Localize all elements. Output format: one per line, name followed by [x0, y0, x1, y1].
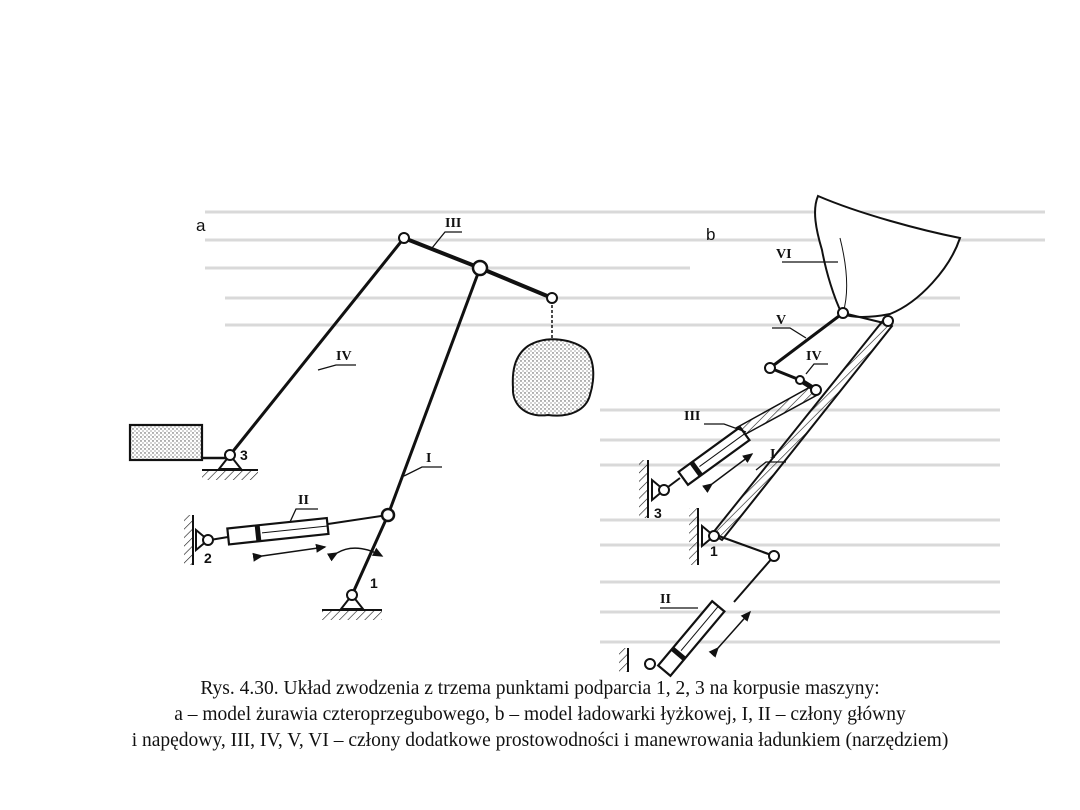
cylinder-iii-motion-arrow: [702, 453, 754, 493]
hydraulic-cylinder-ii: [656, 599, 726, 678]
caption-line-3: i napędowy, III, IV, V, VI – człony doda…: [131, 730, 949, 751]
leader-i: [403, 466, 442, 477]
caption-line-2: a – model żurawia czteroprzegubowego, b …: [174, 704, 906, 725]
leader-ii: [289, 508, 318, 523]
member-i-link: [386, 267, 482, 516]
member-iii-label: III: [445, 216, 461, 231]
cylinder-rod-right: [327, 514, 389, 525]
joint: [398, 232, 410, 244]
joint: [810, 384, 822, 396]
leader-v: [772, 327, 807, 339]
panel-b: [619, 194, 962, 678]
member-iv-label: IV: [806, 349, 822, 364]
load-blob: [511, 338, 595, 417]
joint: [380, 507, 396, 523]
member-iv-link: [228, 237, 406, 456]
support-ii-wall: [619, 648, 656, 672]
member-i-label: I: [770, 447, 775, 462]
hydraulic-cylinder-ii: [226, 516, 330, 546]
joint: [546, 292, 558, 304]
joint: [795, 375, 805, 385]
support-2-label: 2: [204, 550, 212, 566]
support-1: [322, 589, 382, 620]
member-iii-link: [403, 236, 481, 270]
bucket-vi: [814, 194, 962, 318]
leader-i: [755, 461, 786, 471]
support-3-label: 3: [240, 447, 248, 463]
support-3: [202, 449, 258, 480]
joint: [837, 307, 849, 319]
counterweight-box: [128, 423, 204, 462]
support-1: [689, 508, 720, 565]
member-v-label: V: [776, 313, 786, 328]
cylinder-ii-motion-arrow: [708, 610, 751, 658]
panel-b-label: b: [706, 225, 715, 244]
support-3: [639, 460, 670, 518]
support-1-label: 1: [370, 575, 378, 591]
panel-a: [128, 231, 595, 620]
leader-iii: [704, 423, 747, 433]
joint: [471, 259, 489, 277]
leader-iii: [431, 231, 462, 249]
member-ii-rod: [733, 555, 775, 603]
joint: [768, 550, 780, 562]
leader-iv: [805, 363, 828, 375]
lower-link: [715, 533, 775, 558]
panel-a-label: a: [196, 216, 206, 235]
member-ii-label: II: [298, 493, 309, 508]
support-2: [184, 515, 214, 565]
support-1-label: 1: [710, 543, 718, 559]
joint: [764, 362, 776, 374]
member-vi-label: VI: [776, 247, 792, 262]
cylinder-motion-arrow: [252, 543, 327, 562]
member-v-link: [769, 311, 844, 370]
member-i-label: I: [426, 451, 431, 466]
support-3-label: 3: [654, 505, 662, 521]
member-ii-label: II: [660, 592, 671, 607]
leader-iv: [317, 364, 356, 371]
figure-caption: Rys. 4.30. Układ zwodzenia z trzema punk…: [0, 676, 1080, 754]
member-iii-extension: [479, 266, 553, 300]
rotation-arrow: [326, 547, 384, 562]
joint: [882, 315, 894, 327]
bucket-inner-edge: [839, 237, 848, 314]
background-text-bleed: [205, 210, 1045, 644]
member-iv-label: IV: [336, 349, 352, 364]
caption-line-1: Rys. 4.30. Układ zwodzenia z trzema punk…: [200, 678, 880, 699]
member-iii-label: III: [684, 409, 700, 424]
hydraulic-cylinder-iii: [677, 425, 751, 487]
